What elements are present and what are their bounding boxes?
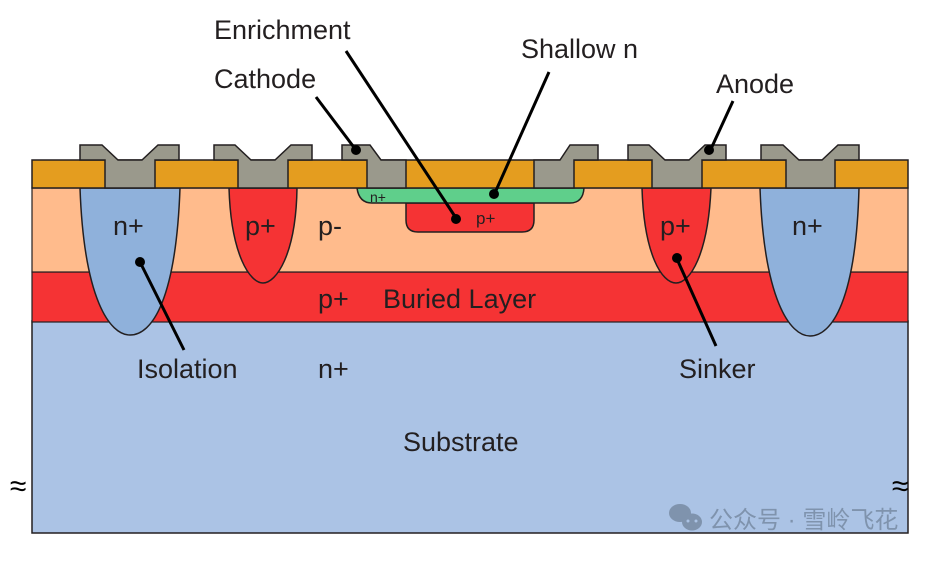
buried-layer: [31, 271, 909, 323]
metal-contacts: [79, 144, 860, 189]
left-p-well-metal-contact: [213, 144, 313, 189]
isolation-dot: [135, 257, 145, 267]
sinker-dot: [672, 253, 682, 263]
substrate-layer: [31, 320, 909, 534]
oxide-layer: [31, 159, 909, 189]
right-break-symbol: ≈: [892, 470, 908, 503]
shallow-n-callout-line: [492, 71, 551, 196]
anode-metal-contact: [627, 144, 727, 189]
cathode-contact-type-label: n+: [370, 189, 386, 205]
left-isolation-region: [79, 187, 181, 336]
anode-label: Anode: [716, 69, 794, 99]
shallow-n-label: Shallow n: [521, 34, 638, 64]
enrichment-label: Enrichment: [214, 15, 351, 45]
cathode-dot: [351, 145, 361, 155]
substrate-type-label: n+: [318, 354, 349, 384]
watermark: 公众号 · 雪岭飞花: [669, 504, 898, 534]
right-isolation-type-label: n+: [792, 211, 823, 241]
sinker-callout-line: [675, 258, 718, 347]
callout-dots: [135, 145, 714, 267]
left-isolation-type-label: n+: [113, 211, 144, 241]
right-isolation-region: [759, 187, 860, 337]
anode-callout-line: [708, 100, 735, 152]
left-isolation-metal-contact: [79, 144, 180, 189]
shallow-n-dot: [489, 189, 499, 199]
cathode-label: Cathode: [214, 64, 316, 94]
enrichment-type-label: p+: [476, 209, 495, 228]
cathode-right-metal-contact: [533, 144, 599, 189]
left-p-well-type-label: p+: [245, 211, 276, 241]
cathode-callout-line: [314, 96, 358, 151]
left-break-symbol: ≈: [10, 470, 26, 503]
watermark-text: 公众号 · 雪岭飞花: [709, 507, 898, 534]
right-isolation-metal-contact: [760, 144, 860, 189]
sinker-label: Sinker: [679, 354, 756, 384]
left-p-plus-well: [228, 187, 298, 284]
anode-dot: [704, 145, 714, 155]
buried-layer-type-label: p+: [318, 284, 349, 314]
enrichment-callout-line: [344, 50, 458, 219]
callout-lines: [138, 50, 735, 351]
isolation-callout-line: [138, 261, 186, 351]
isolation-label: Isolation: [137, 354, 238, 384]
enrichment-dot: [451, 214, 461, 224]
substrate-label: Substrate: [403, 427, 519, 457]
sinker-type-label: p+: [660, 211, 691, 241]
epi-type-label: p-: [318, 211, 342, 241]
enrichment-region: [405, 202, 535, 233]
sinker-region: [641, 187, 712, 284]
shallow-n-region: [356, 187, 585, 204]
wechat-icon: [669, 504, 702, 531]
buried-layer-label: Buried Layer: [383, 284, 536, 314]
